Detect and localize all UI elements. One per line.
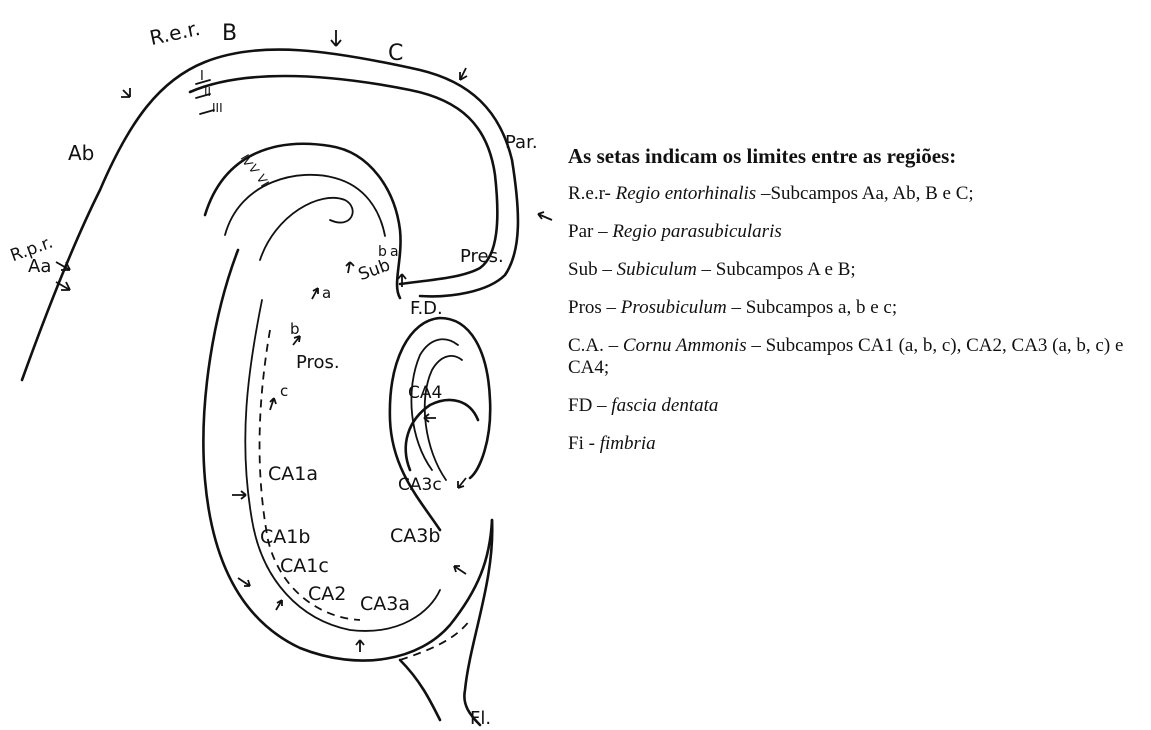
legend-fi-term: fimbria — [600, 433, 656, 454]
label-par: Par. — [505, 132, 538, 153]
label-ca1c: CA1c — [280, 555, 329, 577]
label-pros: Pros. — [296, 352, 340, 373]
legend-sub-prefix: Sub – — [568, 259, 617, 280]
label-ca1b: CA1b — [260, 526, 310, 548]
legend-item-fd: FD – fascia dentata — [568, 395, 1143, 417]
arrow-sub-a — [346, 262, 354, 273]
legend-sub-term: Subiculum — [617, 259, 697, 280]
hippocampus-diagram: R.e.r. B C Ab R.p.r. Aa Par. Pres. Sub b… — [0, 0, 560, 730]
arrow-bc — [331, 30, 341, 46]
arrow-rer — [121, 88, 130, 97]
label-fd: F.D. — [410, 298, 443, 319]
dentate-inner-1 — [411, 339, 458, 470]
label-ca3b: CA3b — [390, 525, 440, 547]
label-pros-c: c — [280, 382, 288, 400]
arrow-ca1a — [232, 491, 246, 499]
label-ab: Ab — [68, 141, 94, 165]
arrow-ca3c — [458, 478, 466, 488]
label-sub: Sub — [356, 255, 393, 285]
legend-rer-suffix: –Subcampos Aa, Ab, B e C; — [756, 183, 973, 204]
legend-pros-prefix: Pros – — [568, 297, 621, 318]
arrow-par-pres — [538, 212, 552, 220]
label-ca4: CA4 — [408, 383, 442, 403]
label-ca3c: CA3c — [398, 475, 442, 495]
label-aa: Aa — [28, 256, 51, 277]
label-sub-a: a — [390, 244, 399, 260]
arrow-ca1b — [238, 578, 250, 586]
label-pres: Pres. — [460, 246, 504, 267]
label-pros-a: a — [322, 284, 331, 302]
legend-item-pros: Pros – Prosubiculum – Subcampos a, b e c… — [568, 297, 1143, 319]
ca-outer — [203, 250, 492, 661]
label-rer: R.e.r. — [147, 16, 202, 50]
label-pros-b: b — [290, 320, 300, 338]
label-ca1a: CA1a — [268, 463, 318, 485]
fimbria-left — [400, 660, 440, 720]
legend-ca-prefix: C.A. – — [568, 335, 623, 356]
arrow-sub — [398, 274, 406, 287]
arrow-ca2 — [276, 600, 282, 610]
label-layer-1: I — [200, 69, 204, 84]
label-layer-3: III — [212, 101, 223, 115]
legend-item-fi: Fi - fimbria — [568, 433, 1143, 455]
label-ca3a: CA3a — [360, 593, 410, 615]
legend-fd-term: fascia dentata — [611, 395, 718, 416]
arrow-ca3b — [454, 566, 466, 574]
dentate-outer — [390, 318, 490, 530]
legend-item-par: Par – Regio parasubicularis — [568, 221, 1143, 243]
label-b: B — [222, 21, 237, 46]
legend-sub-suffix: – Subcampos A e B; — [697, 259, 856, 280]
label-layer-6: VI — [254, 172, 272, 189]
legend-item-sub: Sub – Subiculum – Subcampos A e B; — [568, 259, 1143, 281]
legend-panel: As setas indicam os limites entre as reg… — [568, 144, 1143, 471]
legend-rer-prefix: R.e.r- — [568, 183, 616, 204]
arrow-cpar — [460, 68, 467, 80]
arrow-ca3a — [356, 640, 364, 652]
arrow-pros-c — [270, 398, 276, 410]
legend-par-prefix: Par – — [568, 221, 612, 242]
label-c: C — [388, 41, 403, 66]
legend-ca-term: Cornu Ammonis — [623, 335, 747, 356]
legend-fd-prefix: FD – — [568, 395, 611, 416]
legend-title: As setas indicam os limites entre as reg… — [568, 144, 1143, 169]
legend-par-term: Regio parasubicularis — [612, 221, 781, 242]
hippocampus-drawing: R.e.r. B C Ab R.p.r. Aa Par. Pres. Sub b… — [0, 0, 560, 730]
legend-fi-prefix: Fi - — [568, 433, 600, 454]
legend-item-ca: C.A. – Cornu Ammonis – Subcampos CA1 (a,… — [568, 335, 1143, 379]
legend-rer-term: Regio entorhinalis — [616, 183, 757, 204]
label-layer-2: II — [204, 85, 211, 99]
legend-pros-suffix: – Subcampos a, b e c; — [727, 297, 897, 318]
legend-pros-term: Prosubiculum — [621, 297, 727, 318]
hook — [260, 198, 353, 260]
arrow-pros-a — [312, 288, 318, 299]
legend-item-rer: R.e.r- Regio entorhinalis –Subcampos Aa,… — [568, 183, 1143, 205]
label-fi: Fl. — [470, 708, 491, 729]
label-ca2: CA2 — [308, 583, 346, 605]
label-sub-b: b — [378, 244, 387, 260]
